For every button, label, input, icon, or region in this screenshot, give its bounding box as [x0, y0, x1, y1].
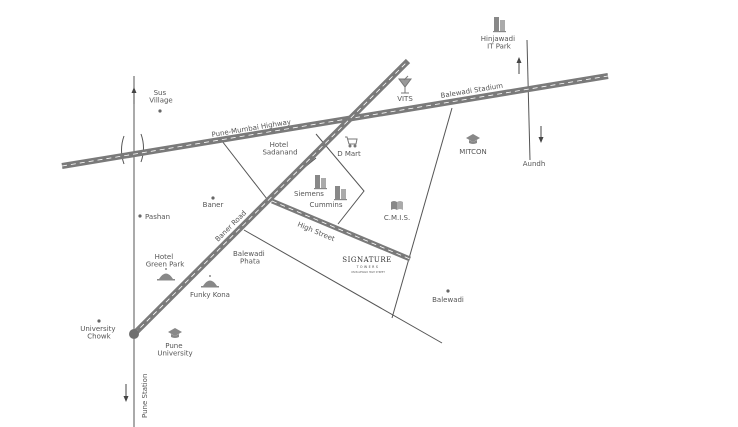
pune-university-label: Pune University	[157, 342, 192, 358]
cmis-label: C.M.I.S.	[384, 214, 410, 222]
food-cloche-icon	[201, 275, 219, 288]
highway-crossing-marks	[121, 133, 144, 165]
balewadi-phata-label: Balewadi Phata	[233, 250, 267, 266]
mitcon-boundary-line	[391, 107, 453, 319]
food-cloche-icon	[157, 268, 175, 281]
major-roads	[61, 58, 609, 339]
siemens-label: Siemens	[294, 190, 324, 198]
vits-label: VITS	[397, 95, 413, 103]
direction-arrows	[123, 57, 544, 402]
baner-label: Baner	[203, 201, 224, 209]
graduation-cap-icon	[466, 134, 480, 144]
cocktail-icon	[398, 75, 412, 94]
aundh-road-line	[526, 39, 531, 161]
sus-village-dot	[158, 109, 162, 113]
arrow-down-icon	[538, 126, 544, 143]
university-chowk-junction	[129, 329, 139, 339]
shopping-cart-icon	[345, 136, 358, 148]
mitcon-label: MITCON	[459, 148, 487, 156]
graduation-cap-icon	[168, 328, 182, 338]
office-building-icon	[334, 186, 347, 201]
open-book-icon	[391, 201, 403, 210]
balewadi-phata-road	[243, 229, 443, 344]
d-mart-label: D Mart	[337, 150, 361, 158]
office-building-icon	[493, 17, 506, 33]
arrow-up-icon	[131, 87, 137, 104]
hinjawadi-label: Hinjawadi IT Park	[481, 35, 518, 51]
logo-title: SIGNATURE	[342, 256, 391, 264]
dmart-block-outline	[315, 133, 365, 225]
pune-station-label: Pune Station	[141, 374, 149, 418]
sadanand-link-road	[221, 140, 268, 200]
funky-kona-label: Funky Kona	[190, 291, 230, 299]
cummins-label: Cummins	[310, 201, 343, 209]
hotel-sadanand-label: Hotel Sadanand	[262, 141, 297, 157]
sus-village-label: Sus Village	[149, 89, 173, 105]
aundh-label: Aundh	[523, 160, 546, 168]
logo-subtitle: TOWERS	[356, 265, 380, 269]
university-chowk-dot	[97, 319, 101, 323]
arrow-up-icon	[516, 57, 522, 74]
balewadi-label: Balewadi	[432, 296, 464, 304]
place-dots	[97, 109, 450, 323]
signature-towers-logo: SIGNATURE TOWERS ON BALEWADI HIGH STREET	[342, 256, 391, 274]
logo-tagline: ON BALEWADI HIGH STREET	[351, 271, 385, 274]
hotel-green-park-label: Hotel Green Park	[146, 253, 185, 269]
pashan-dot	[138, 214, 142, 218]
baner-dot	[211, 196, 215, 200]
university-chowk-label: University Chowk	[80, 325, 118, 341]
arrow-down-icon	[123, 384, 129, 402]
pashan-label: Pashan	[145, 213, 170, 221]
office-building-icon	[314, 175, 327, 190]
minor-roads	[133, 39, 531, 427]
balewadi-dot	[446, 289, 450, 293]
